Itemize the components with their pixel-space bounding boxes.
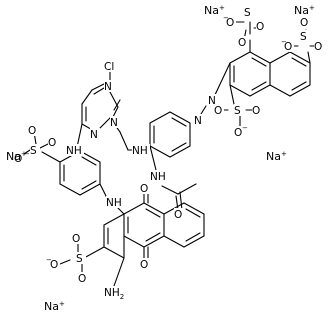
sodium-counterions: Na+ Na+ Na+ Na+ Na+ — [6, 4, 315, 313]
amino-label: NH2 — [104, 287, 124, 301]
sulfur-label: S — [300, 31, 307, 43]
azo-nitrogen-label: N — [194, 115, 202, 127]
oxygen-label: O — [140, 183, 148, 195]
oxygen-label: O — [238, 37, 246, 49]
oxygen-label: O — [284, 41, 292, 53]
sodium-ion-label: Na+ — [6, 150, 27, 163]
oxide-charge: − — [46, 256, 52, 264]
oxygen-label: O — [140, 259, 148, 271]
triazine-nitrogen-label: N — [110, 117, 118, 129]
imine-label: NH — [150, 171, 166, 183]
oxygen-label: O — [78, 273, 86, 285]
oxygen-label: O — [214, 105, 222, 117]
oxygen-label: O — [314, 41, 322, 53]
sulfur-label: S — [76, 253, 83, 265]
oxide-charge: − — [223, 14, 229, 22]
sodium-ion-label: Na+ — [294, 4, 315, 17]
atom-labels: S O − O O S O O − O S O O O − N N Cl N — [14, 6, 324, 301]
oxide-charge: − — [242, 124, 248, 132]
oxygen-label: O — [174, 209, 182, 221]
oxygen-label: O — [14, 153, 22, 165]
sodium-ion-label: Na+ — [44, 300, 65, 313]
oxygen-label: O — [48, 137, 56, 149]
sulfur-label: S — [234, 105, 241, 117]
azo-nitrogen-label: N — [208, 95, 216, 107]
amino-main-label: NH — [104, 287, 120, 299]
oxide-charge: − — [24, 150, 30, 158]
imine-label: NH — [66, 145, 82, 157]
sodium-ion-label: Na+ — [204, 4, 225, 17]
chlorine-label: Cl — [104, 61, 114, 73]
imine-label: NH — [132, 145, 148, 157]
triazine-nitrogen-label: N — [104, 81, 112, 93]
oxygen-label: O — [234, 127, 242, 139]
sodium-ion-label: Na+ — [266, 150, 287, 163]
triazine-nitrogen-label: N — [90, 129, 98, 141]
sulfur-label: S — [244, 7, 251, 19]
sulfur-label: S — [30, 145, 37, 157]
oxygen-label: O — [28, 125, 36, 137]
oxygen-label: O — [226, 17, 234, 29]
oxygen-label: O — [300, 17, 308, 29]
oxygen-label: O — [252, 105, 260, 117]
oxygen-label: O — [50, 259, 58, 271]
oxygen-label: O — [256, 21, 264, 33]
oxide-charge: − — [281, 38, 287, 46]
oxygen-label: O — [72, 233, 80, 245]
imine-label: NH — [106, 197, 122, 209]
amino-subscript-label: 2 — [120, 293, 124, 301]
